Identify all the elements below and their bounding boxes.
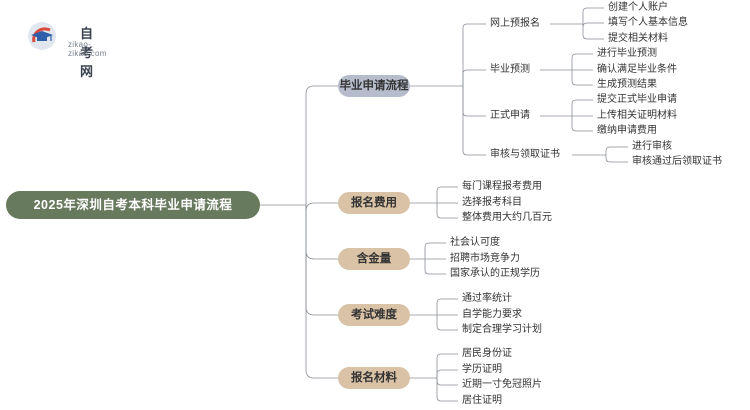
leaf-item[interactable]: 确认满足毕业条件 <box>597 64 677 75</box>
leaf-item[interactable]: 选择报考科目 <box>462 197 522 208</box>
leaf-item[interactable]: 居民身份证 <box>462 348 512 359</box>
connector-line <box>305 85 338 205</box>
connector-line <box>305 205 338 379</box>
connector-line <box>305 202 338 212</box>
leaf-item[interactable]: 制定合理学习计划 <box>462 324 542 335</box>
connector-line <box>436 353 458 378</box>
connector-line <box>305 205 338 316</box>
graduation-cap-icon <box>28 22 56 50</box>
connector-line <box>462 86 486 117</box>
connector-line <box>436 203 458 219</box>
branch-exam-difficulty[interactable]: 考试难度 <box>338 304 410 326</box>
connector-line <box>605 155 628 163</box>
connector-line <box>582 22 604 28</box>
leaf-item[interactable]: 生成预测结果 <box>597 79 657 90</box>
sub-online-pre-registration[interactable]: 网上预报名 <box>490 18 540 29</box>
leaf-item[interactable]: 提交正式毕业申请 <box>597 94 677 105</box>
leaf-item[interactable]: 学历证明 <box>462 364 502 375</box>
branch-value[interactable]: 含金量 <box>338 248 410 270</box>
leaf-item[interactable]: 审核通过后领取证书 <box>632 156 722 167</box>
connector-line <box>436 298 458 315</box>
sub-review-and-certificate[interactable]: 审核与领取证书 <box>490 149 560 160</box>
connector-line <box>436 186 458 203</box>
leaf-item[interactable]: 近期一寸免冠照片 <box>462 379 542 390</box>
sub-formal-application[interactable]: 正式申请 <box>490 110 530 121</box>
connector-line <box>436 369 458 378</box>
connector-line <box>436 315 458 331</box>
leaf-item[interactable]: 缴纳申请费用 <box>597 125 657 136</box>
leaf-item[interactable]: 整体费用大约几百元 <box>462 212 552 223</box>
logo-url: zikao-zikao.com <box>68 40 107 58</box>
leaf-item[interactable]: 居住证明 <box>462 395 502 406</box>
sub-graduation-prediction[interactable]: 毕业预测 <box>490 64 530 75</box>
connector-line <box>436 378 458 386</box>
root-node[interactable]: 2025年深圳自考本科毕业申请流程 <box>6 191 260 219</box>
connector-line <box>462 86 486 156</box>
connector-line <box>582 24 604 40</box>
connector-line <box>462 69 486 86</box>
leaf-item[interactable]: 上传相关证明材料 <box>597 110 677 121</box>
connector-line <box>605 146 628 155</box>
connector-line <box>571 70 593 86</box>
connector-line <box>571 99 593 116</box>
leaf-item[interactable]: 通过率统计 <box>462 293 512 304</box>
branch-registration-fee[interactable]: 报名费用 <box>338 192 410 214</box>
leaf-item[interactable]: 提交相关材料 <box>608 33 668 44</box>
leaf-item[interactable]: 社会认可度 <box>450 237 500 248</box>
connector-line <box>424 242 446 259</box>
leaf-item[interactable]: 填写个人基本信息 <box>608 17 688 28</box>
connector-line <box>571 116 593 132</box>
leaf-item[interactable]: 国家承认的正规学历 <box>450 268 540 279</box>
leaf-item[interactable]: 进行审核 <box>632 141 672 152</box>
connector-line <box>571 53 593 70</box>
branch-registration-materials[interactable]: 报名材料 <box>338 367 410 389</box>
connector-line <box>424 259 446 275</box>
connector-line <box>582 7 604 24</box>
leaf-item[interactable]: 招聘市场竞争力 <box>450 253 520 264</box>
connector-line <box>305 205 338 260</box>
logo-name: 自考网 <box>80 26 94 79</box>
connector-line <box>436 378 458 402</box>
connector-line <box>462 23 486 86</box>
branch-graduation-process[interactable]: 毕业申请流程 <box>338 75 410 97</box>
leaf-item[interactable]: 创建个人账户 <box>608 2 668 13</box>
leaf-item[interactable]: 自学能力要求 <box>462 309 522 320</box>
leaf-item[interactable]: 每门课程报考费用 <box>462 181 542 192</box>
leaf-item[interactable]: 进行毕业预测 <box>597 48 657 59</box>
